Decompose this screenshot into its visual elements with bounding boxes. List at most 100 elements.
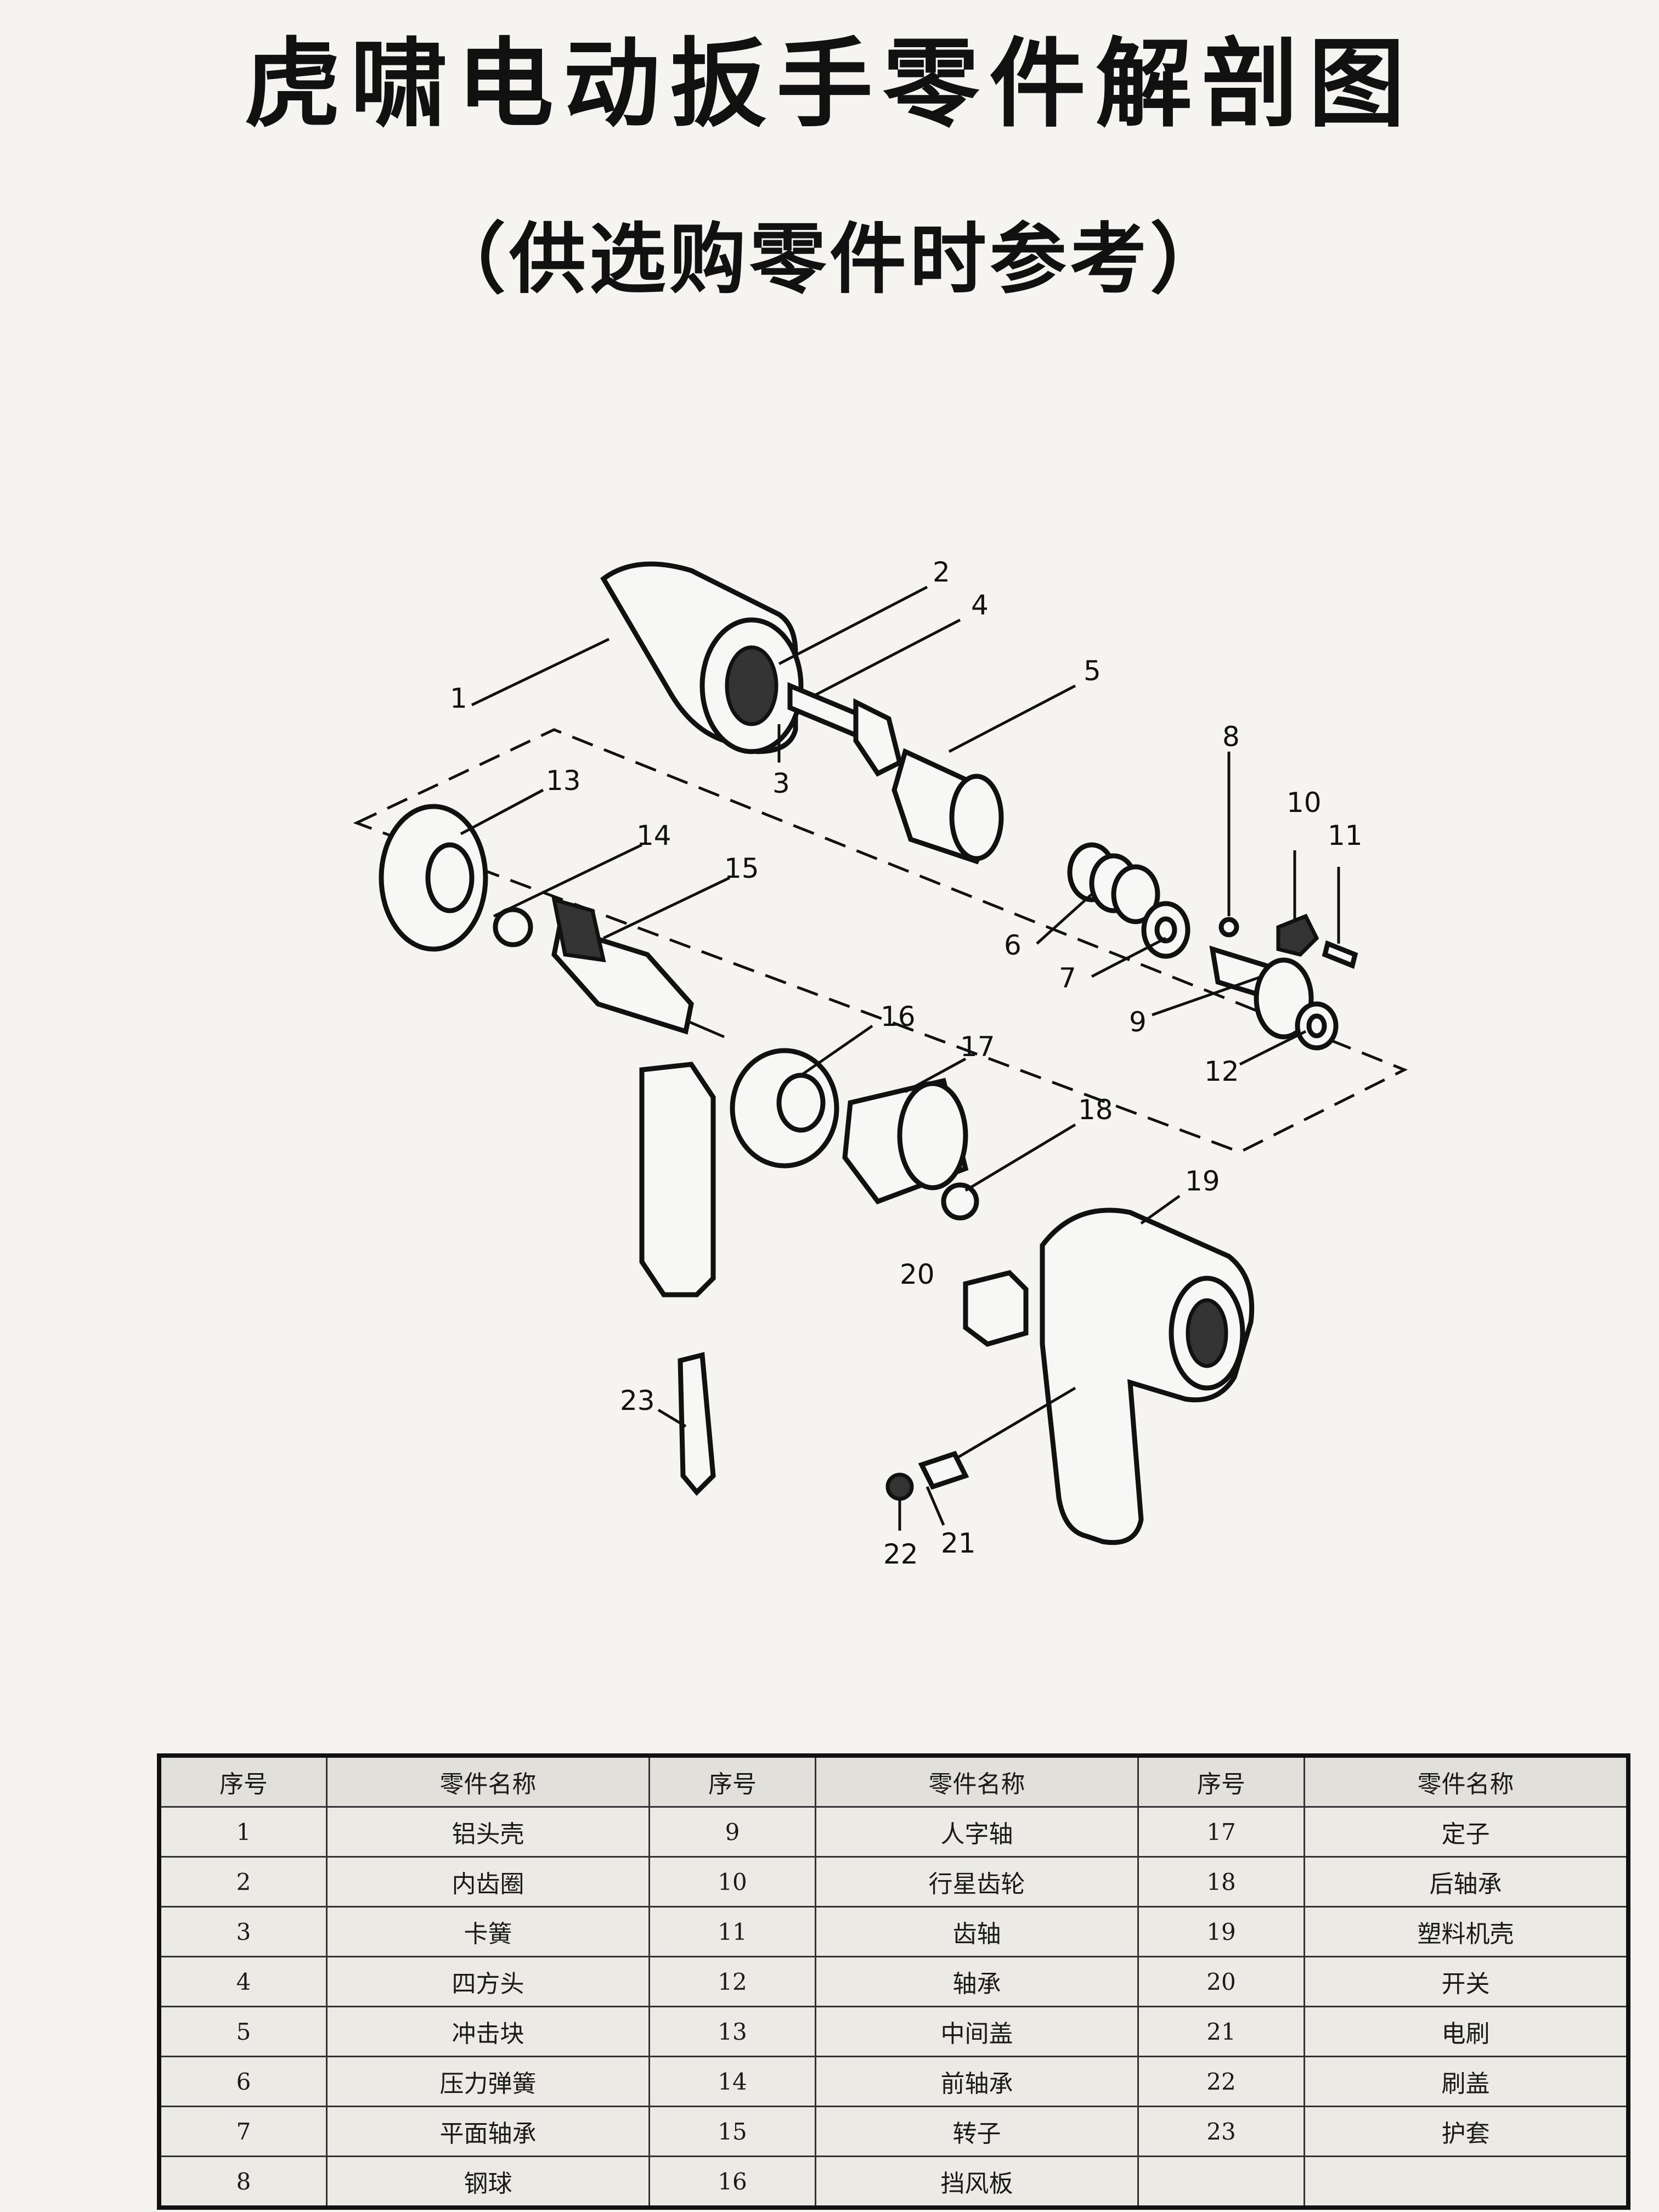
housing-side-cover <box>639 1062 716 1297</box>
header-name-1: 零件名称 <box>326 1754 650 1808</box>
part-4-square-drive <box>787 682 903 777</box>
cell-name: 冲击块 <box>326 2006 650 2057</box>
table-row: 1 铝头壳 9 人字轴 17 定子 <box>158 1806 1629 1858</box>
callout-6: 6 <box>1004 929 1022 961</box>
cell-seq: 22 <box>1137 2056 1305 2107</box>
part-16-baffle <box>730 1048 839 1169</box>
part-17-stator <box>842 1077 969 1205</box>
callout-19: 19 <box>1185 1165 1220 1197</box>
parts-table: 序号 零件名称 序号 零件名称 序号 零件名称 1 铝头壳 9 人字轴 17 定… <box>157 1753 1630 2210</box>
cell-name: 压力弹簧 <box>326 2056 650 2107</box>
cell-seq: 18 <box>1137 1856 1305 1908</box>
cell-name <box>1304 2155 1629 2209</box>
cell-seq: 8 <box>158 2155 328 2209</box>
cell-name: 轴承 <box>815 1956 1139 2007</box>
callout-8: 8 <box>1222 721 1240 753</box>
cell-name: 电刷 <box>1304 2006 1629 2057</box>
callout-22: 22 <box>883 1538 918 1570</box>
table-row: 5 冲击块 13 中间盖 21 电刷 <box>158 2006 1629 2057</box>
header-name-3: 零件名称 <box>1304 1754 1629 1808</box>
cell-seq: 19 <box>1137 1906 1305 1957</box>
part-19-plastic-housing <box>1040 1207 1255 1545</box>
part-10-planet-gear <box>1276 913 1319 957</box>
cell-seq: 2 <box>158 1856 328 1908</box>
table-row: 6 压力弹簧 14 前轴承 22 刷盖 <box>158 2056 1629 2107</box>
cell-name: 塑料机壳 <box>1304 1906 1629 1957</box>
cell-seq: 20 <box>1137 1956 1305 2007</box>
cell-seq: 14 <box>648 2056 816 2107</box>
header-seq-1: 序号 <box>158 1754 328 1808</box>
cell-name: 挡风板 <box>815 2155 1139 2209</box>
callout-15: 15 <box>724 853 759 884</box>
cell-seq: 5 <box>158 2006 328 2057</box>
header-name-2: 零件名称 <box>815 1754 1139 1808</box>
callout-21: 21 <box>941 1527 976 1559</box>
part-7-thrust-bearing <box>1141 901 1190 959</box>
part-20-switch <box>963 1270 1029 1347</box>
cell-name: 内齿圈 <box>326 1856 650 1908</box>
callout-3: 3 <box>772 768 790 799</box>
cell-seq: 7 <box>158 2106 328 2157</box>
cell-name: 定子 <box>1304 1806 1629 1858</box>
callout-1: 1 <box>450 682 467 714</box>
table-row: 8 钢球 16 挡风板 <box>158 2155 1629 2209</box>
table-row: 4 四方头 12 轴承 20 开关 <box>158 1956 1629 2007</box>
cell-name: 刷盖 <box>1304 2056 1629 2107</box>
part-22-brush-cap <box>885 1472 914 1501</box>
part-14-front-bearing <box>493 907 533 947</box>
cell-name: 四方头 <box>326 1956 650 2007</box>
cell-name: 钢球 <box>326 2155 650 2209</box>
cell-seq: 9 <box>648 1806 816 1858</box>
assembly-dashed-outline <box>353 728 1408 1154</box>
cell-name: 齿轴 <box>815 1906 1139 1957</box>
callout-7: 7 <box>1059 962 1076 994</box>
header-seq-3: 序号 <box>1137 1754 1305 1808</box>
callout-4: 4 <box>971 589 989 621</box>
callout-18: 18 <box>1078 1094 1113 1126</box>
cell-name: 人字轴 <box>815 1806 1139 1858</box>
cell-name: 护套 <box>1304 2106 1629 2157</box>
leader-lines <box>460 585 1340 1531</box>
cell-seq: 23 <box>1137 2106 1305 2157</box>
table-header-row: 序号 零件名称 序号 零件名称 序号 零件名称 <box>158 1754 1629 1808</box>
table-row: 7 平面轴承 15 转子 23 护套 <box>158 2106 1629 2157</box>
cell-seq: 17 <box>1137 1806 1305 1858</box>
cell-seq: 21 <box>1137 2006 1305 2057</box>
page-title: 虎啸电动扳手零件解剖图 <box>244 27 1415 140</box>
page-subtitle: （供选购零件时参考） <box>428 215 1230 304</box>
part-11-gear-shaft <box>1322 940 1358 969</box>
header-seq-2: 序号 <box>648 1754 816 1808</box>
cell-seq: 16 <box>648 2155 816 2209</box>
cell-seq: 6 <box>158 2056 328 2107</box>
cell-seq: 13 <box>648 2006 816 2057</box>
part-18-rear-bearing <box>941 1182 979 1221</box>
cell-seq <box>1137 2155 1305 2209</box>
cell-seq: 1 <box>158 1806 328 1858</box>
callout-16: 16 <box>881 1001 916 1032</box>
cell-name: 行星齿轮 <box>815 1856 1139 1908</box>
part-13-middle-cover <box>379 804 488 952</box>
callout-9: 9 <box>1129 1006 1147 1038</box>
cell-name: 卡簧 <box>326 1906 650 1957</box>
cell-name: 转子 <box>815 2106 1139 2157</box>
cell-name: 后轴承 <box>1304 1856 1629 1908</box>
table-row: 3 卡簧 11 齿轴 19 塑料机壳 <box>158 1906 1629 1957</box>
callout-5: 5 <box>1084 655 1101 687</box>
cell-seq: 4 <box>158 1956 328 2007</box>
cell-name: 中间盖 <box>815 2006 1139 2057</box>
part-6-pressure-spring <box>1067 842 1160 924</box>
cell-seq: 10 <box>648 1856 816 1908</box>
cell-name: 前轴承 <box>815 2056 1139 2107</box>
callout-23: 23 <box>620 1385 655 1417</box>
cell-seq: 15 <box>648 2106 816 2157</box>
callout-13: 13 <box>546 765 581 797</box>
callout-10: 10 <box>1286 787 1322 819</box>
cell-name: 铝头壳 <box>326 1806 650 1858</box>
part-23-sleeve <box>678 1352 716 1496</box>
callout-11: 11 <box>1328 820 1363 851</box>
part-15-rotor <box>551 897 725 1039</box>
callout-2: 2 <box>933 556 950 588</box>
cell-name: 平面轴承 <box>326 2106 650 2157</box>
table-row: 2 内齿圈 10 行星齿轮 18 后轴承 <box>158 1856 1629 1908</box>
part-12-bearing <box>1295 1001 1339 1051</box>
